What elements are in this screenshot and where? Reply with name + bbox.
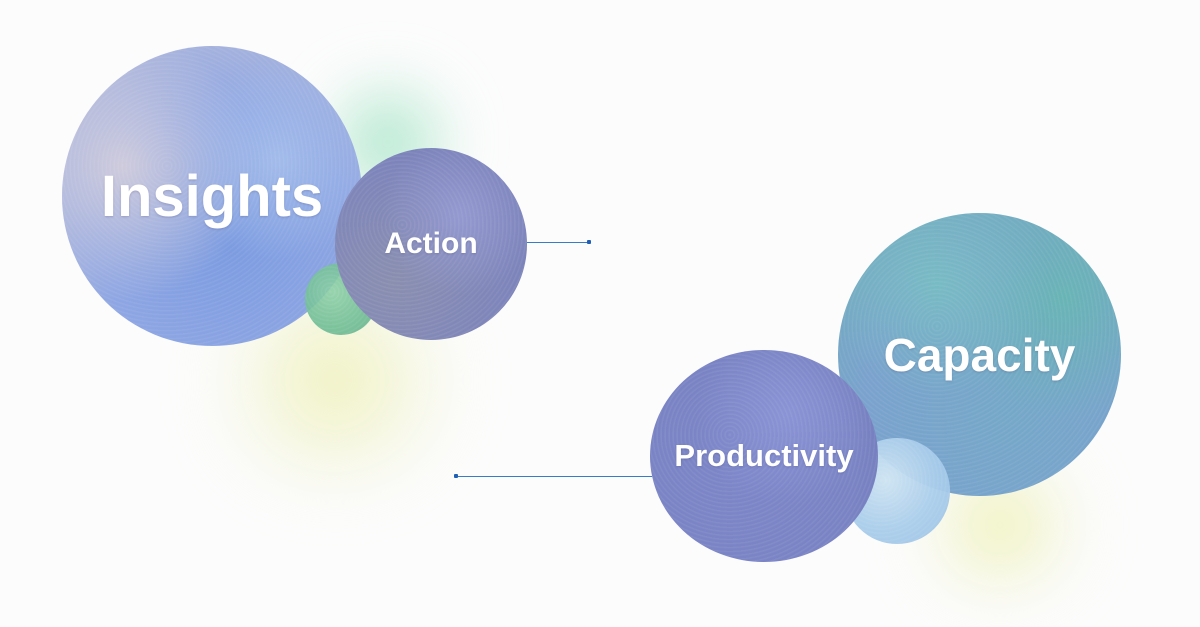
productivity-bubble: Productivity (650, 350, 878, 562)
action-connector-line (527, 242, 589, 243)
action-bubble: Action (335, 148, 527, 340)
productivity-label: Productivity (674, 438, 854, 473)
insights-bubble: Insights (62, 46, 362, 346)
action-connector-endpoint (587, 240, 591, 244)
productivity-connector-endpoint (454, 474, 458, 478)
action-label: Action (384, 227, 478, 260)
productivity-connector-line (456, 476, 652, 477)
insights-label: Insights (100, 163, 324, 229)
capacity-label: Capacity (883, 328, 1076, 381)
